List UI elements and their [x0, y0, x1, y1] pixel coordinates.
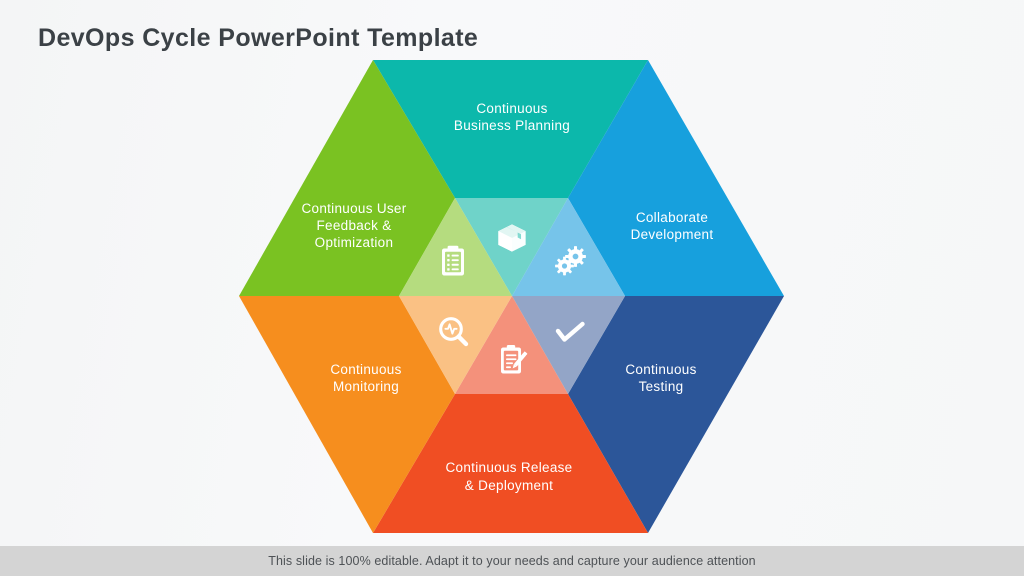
- label-collaborate-development-line2: Development: [631, 227, 714, 242]
- label-collaborate-development-line1: Collaborate: [636, 210, 708, 225]
- label-continuous-monitoring: Continuous Monitoring: [330, 362, 401, 394]
- footer-note: This slide is 100% editable. Adapt it to…: [268, 554, 756, 568]
- segment-continuous-monitoring[interactable]: [239, 296, 455, 533]
- footer-bar: This slide is 100% editable. Adapt it to…: [0, 546, 1024, 576]
- inner-triangle-collaborate-development[interactable]: [512, 198, 625, 296]
- segment-continuous-testing[interactable]: [568, 296, 784, 533]
- inner-triangle-continuous-testing[interactable]: [512, 296, 625, 394]
- segment-release-deployment[interactable]: [373, 394, 648, 533]
- segment-collaborate-development[interactable]: [568, 60, 784, 296]
- clipboard-edit-icon[interactable]: [501, 345, 528, 374]
- label-continuous-testing-line1: Continuous: [625, 362, 696, 377]
- label-release-deployment: Continuous Release & Deployment: [446, 460, 573, 493]
- segment-labels: Continuous Business Planning Collaborate…: [301, 101, 713, 493]
- label-continuous-testing-line2: Testing: [639, 379, 684, 394]
- outer-segments: [239, 60, 784, 533]
- gears-icon[interactable]: [555, 246, 586, 276]
- label-release-deployment-line2: & Deployment: [465, 478, 553, 493]
- label-release-deployment-line1: Continuous Release: [446, 460, 573, 475]
- label-business-planning-line1: Continuous: [476, 101, 547, 116]
- label-user-feedback-optimization: Continuous User Feedback & Optimization: [301, 201, 406, 250]
- inner-icons: [439, 224, 586, 374]
- segment-user-feedback-optimization[interactable]: [239, 60, 455, 296]
- inner-triangle-continuous-monitoring[interactable]: [399, 296, 512, 394]
- label-continuous-monitoring-line2: Monitoring: [333, 379, 399, 394]
- label-business-planning-line2: Business Planning: [454, 118, 570, 133]
- label-user-feedback-optimization-line3: Optimization: [315, 235, 394, 250]
- label-user-feedback-optimization-line2: Feedback &: [316, 218, 391, 233]
- page-title: DevOps Cycle PowerPoint Template: [38, 24, 479, 52]
- box-icon[interactable]: [498, 224, 526, 252]
- label-business-planning: Continuous Business Planning: [454, 101, 570, 133]
- label-continuous-monitoring-line1: Continuous: [330, 362, 401, 377]
- magnifier-chart-icon[interactable]: [439, 317, 469, 347]
- label-continuous-testing: Continuous Testing: [625, 362, 696, 394]
- label-user-feedback-optimization-line1: Continuous User: [301, 201, 406, 216]
- label-collaborate-development: Collaborate Development: [631, 210, 714, 242]
- clipboard-list-icon[interactable]: [442, 245, 464, 276]
- check-icon[interactable]: [555, 321, 585, 342]
- segment-business-planning[interactable]: [373, 60, 648, 198]
